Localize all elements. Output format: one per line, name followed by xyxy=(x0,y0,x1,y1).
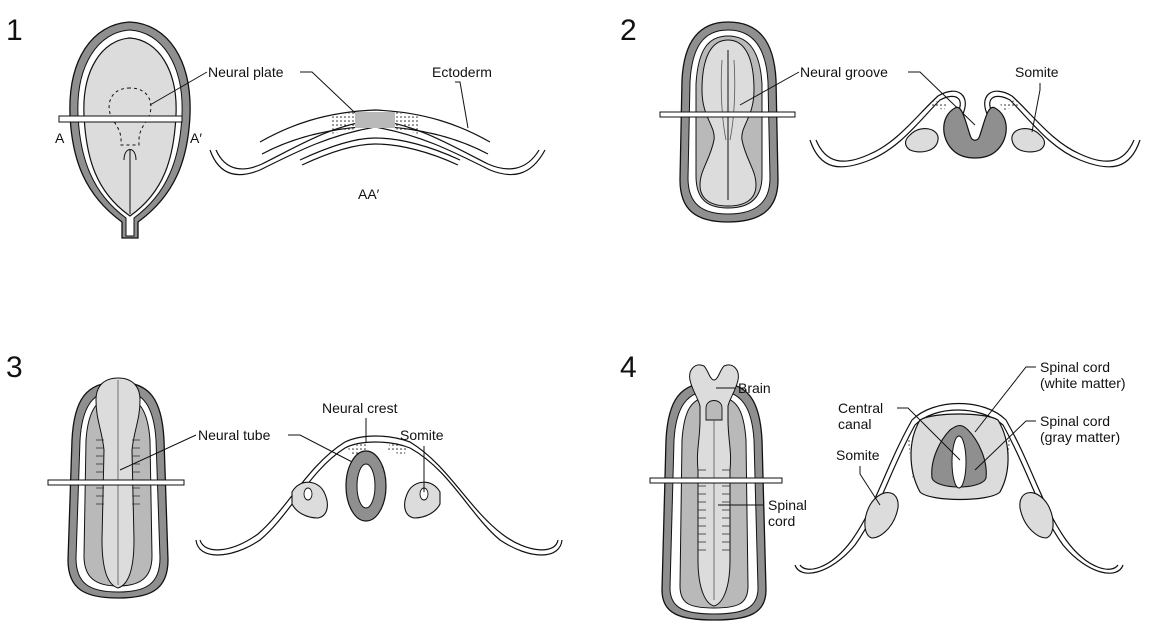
panel-number-1: 1 xyxy=(6,14,23,47)
label-neural-groove: Neural groove xyxy=(800,64,888,80)
panel-2: 2 Neural groove Somite xyxy=(620,14,1140,222)
label-a: A xyxy=(55,130,65,146)
embryo-3 xyxy=(48,378,184,598)
panel-number-3: 3 xyxy=(6,351,23,384)
cross-section-1 xyxy=(210,110,545,175)
label-central-canal-1: Central xyxy=(838,400,883,416)
panel-number-2: 2 xyxy=(620,14,637,47)
label-white-matter-2: (white matter) xyxy=(1040,375,1126,391)
cross-section-3 xyxy=(196,436,562,555)
label-somite-4: Somite xyxy=(836,447,880,463)
embryo-4 xyxy=(650,365,782,620)
label-neural-plate-1: Neural plate xyxy=(208,64,284,80)
label-brain: Brain xyxy=(738,380,771,396)
panel-4: 4 Brain Spinal cord xyxy=(620,351,1126,620)
label-gray-matter-1: Spinal cord xyxy=(1040,413,1110,429)
label-somite-2: Somite xyxy=(1015,64,1059,80)
label-section-aa: AA′ xyxy=(358,186,380,202)
label-central-canal-2: canal xyxy=(838,416,871,432)
label-white-matter-1: Spinal cord xyxy=(1040,359,1110,375)
label-somite-3: Somite xyxy=(400,427,444,443)
panel-1: 1 A A′ Neural plate Ectoderm xyxy=(6,14,545,238)
embryo-1 xyxy=(59,22,190,238)
label-ectoderm: Ectoderm xyxy=(432,64,492,80)
cross-section-2 xyxy=(810,91,1140,167)
label-neural-crest: Neural crest xyxy=(322,400,398,416)
label-a-prime: A′ xyxy=(190,130,202,146)
label-gray-matter-2: (gray matter) xyxy=(1040,429,1120,445)
label-spinal-cord-2: cord xyxy=(768,513,795,529)
label-spinal-cord-1: Spinal xyxy=(768,497,807,513)
embryo-2 xyxy=(660,22,795,222)
panel-3: 3 Neural tube Ne xyxy=(6,351,562,598)
panel-number-4: 4 xyxy=(620,351,637,384)
label-neural-tube: Neural tube xyxy=(198,427,271,443)
